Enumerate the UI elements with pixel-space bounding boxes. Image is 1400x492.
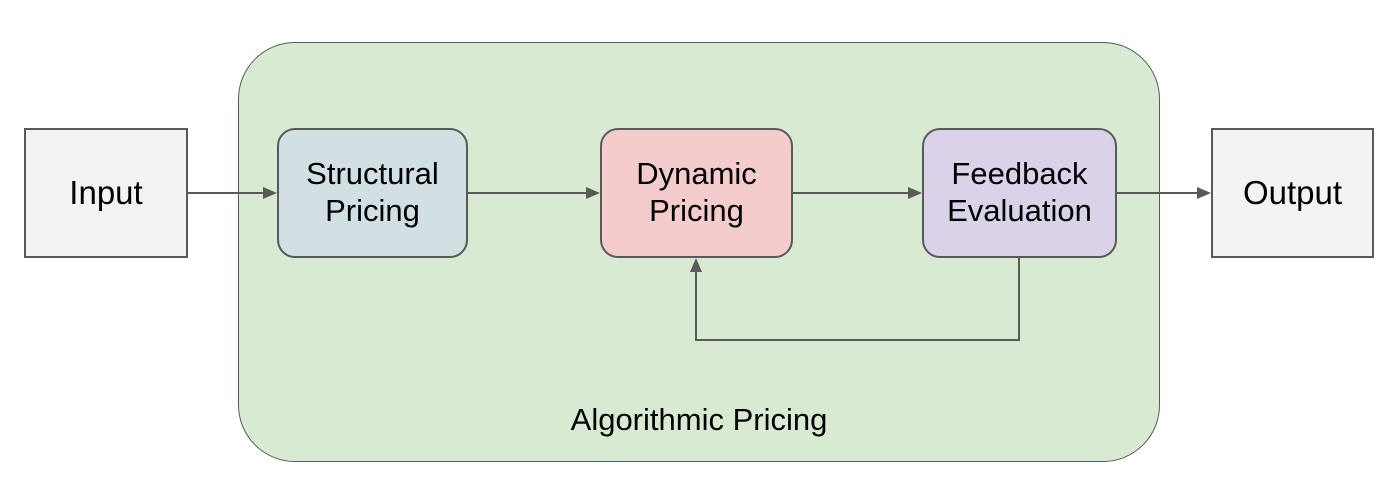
node-input: Input: [24, 128, 188, 258]
algorithmic-pricing-label: Algorithmic Pricing: [570, 402, 828, 437]
loop-down-line: [1018, 258, 1020, 339]
arrow-line: [793, 192, 908, 194]
arrowhead-right-icon: [1197, 187, 1211, 199]
arrowhead-right-icon: [263, 187, 277, 199]
node-feedback-evaluation: Feedback Evaluation: [922, 128, 1117, 258]
arrow-line: [468, 192, 586, 194]
arrowhead-right-icon: [586, 187, 600, 199]
loop-horizontal-line: [695, 339, 1020, 341]
node-output: Output: [1211, 128, 1374, 258]
arrowhead-right-icon: [908, 187, 922, 199]
loop-up-line: [695, 272, 697, 339]
arrow-line: [188, 192, 263, 194]
node-dynamic-pricing: Dynamic Pricing: [600, 128, 793, 258]
arrow-line: [1117, 192, 1197, 194]
arrowhead-up-icon: [690, 258, 702, 272]
node-structural-pricing: Structural Pricing: [277, 128, 468, 258]
